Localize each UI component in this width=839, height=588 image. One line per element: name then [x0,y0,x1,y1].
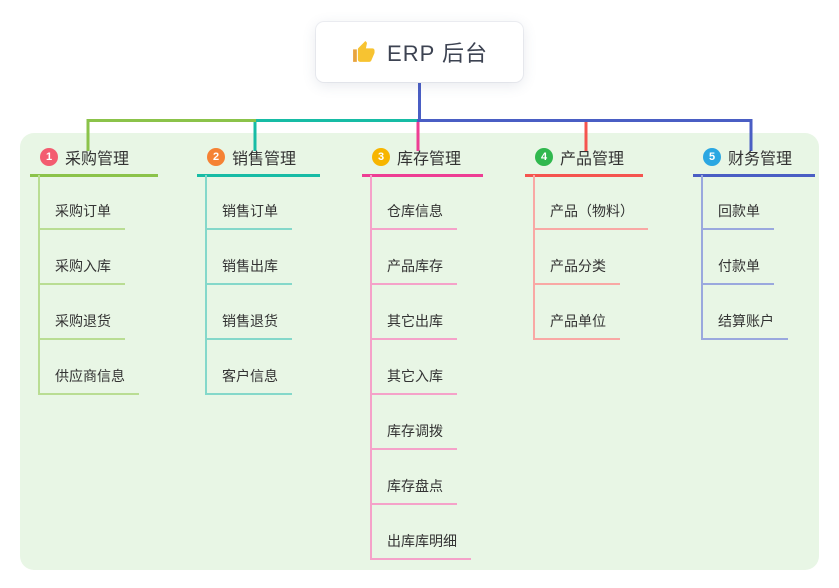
child-node: 采购退货 [40,285,139,340]
child-node-label[interactable]: 出库库明细 [372,531,471,560]
child-node: 产品库存 [372,230,471,285]
root-label: ERP 后台 [387,41,488,66]
branch-number-badge: 5 [703,148,721,166]
child-node-label[interactable]: 回款单 [703,201,774,230]
branch-label: 财务管理 [728,151,793,168]
child-node: 产品（物料） [535,175,648,230]
child-node-label[interactable]: 采购入库 [40,256,125,285]
branch-label: 产品管理 [560,151,625,168]
thumbs-up-icon [351,40,376,65]
branch-header[interactable]: 2 销售管理 [197,146,320,177]
branch-header[interactable]: 1 采购管理 [30,146,158,177]
child-node: 采购订单 [40,175,139,230]
child-node: 采购入库 [40,230,139,285]
child-node-label[interactable]: 销售出库 [207,256,292,285]
child-node-label[interactable]: 采购订单 [40,201,125,230]
branch-label: 销售管理 [232,151,297,168]
child-node-label[interactable]: 结算账户 [703,311,788,340]
branch-children: 采购订单 采购入库 采购退货 供应商信息 [38,175,139,395]
branch-number-badge: 4 [535,148,553,166]
child-node-label[interactable]: 产品单位 [535,311,620,340]
child-node: 其它出库 [372,285,471,340]
child-node: 结算账户 [703,285,788,340]
child-node-label[interactable]: 供应商信息 [40,366,139,395]
child-node: 仓库信息 [372,175,471,230]
child-node: 客户信息 [207,340,292,395]
child-node: 销售订单 [207,175,292,230]
child-node-label[interactable]: 采购退货 [40,311,125,340]
child-node-label[interactable]: 仓库信息 [372,201,457,230]
child-node: 出库库明细 [372,505,471,560]
child-node: 销售退货 [207,285,292,340]
child-node-label[interactable]: 其它出库 [372,311,457,340]
child-node: 其它入库 [372,340,471,395]
branch-children: 产品（物料） 产品分类 产品单位 [533,175,648,340]
child-node-label[interactable]: 产品（物料） [535,201,648,230]
child-node-label[interactable]: 产品库存 [372,256,457,285]
child-node: 付款单 [703,230,788,285]
child-node-label[interactable]: 客户信息 [207,366,292,395]
child-node: 销售出库 [207,230,292,285]
child-node-label[interactable]: 付款单 [703,256,774,285]
child-node-label[interactable]: 库存调拨 [372,421,457,450]
branch-label: 采购管理 [65,151,130,168]
child-node-label[interactable]: 库存盘点 [372,476,457,505]
branch-children: 销售订单 销售出库 销售退货 客户信息 [205,175,292,395]
branch-header[interactable]: 3 库存管理 [362,146,483,177]
branch-number-badge: 2 [207,148,225,166]
child-node-label[interactable]: 销售退货 [207,311,292,340]
child-node: 产品分类 [535,230,648,285]
branch-header[interactable]: 4 产品管理 [525,146,643,177]
branch-number-badge: 1 [40,148,58,166]
child-node-label[interactable]: 产品分类 [535,256,620,285]
branch-children: 回款单 付款单 结算账户 [701,175,788,340]
child-node-label[interactable]: 销售订单 [207,201,292,230]
child-node-label[interactable]: 其它入库 [372,366,457,395]
child-node: 产品单位 [535,285,648,340]
branch-number-badge: 3 [372,148,390,166]
branch-label: 库存管理 [397,151,462,168]
branch-header[interactable]: 5 财务管理 [693,146,815,177]
child-node: 供应商信息 [40,340,139,395]
child-node: 库存调拨 [372,395,471,450]
branches-panel [20,133,819,570]
child-node: 回款单 [703,175,788,230]
root-node[interactable]: ERP 后台 [316,22,523,82]
child-node: 库存盘点 [372,450,471,505]
branch-children: 仓库信息 产品库存 其它出库 其它入库 库存调拨 库存盘点 出库库明细 [370,175,471,560]
